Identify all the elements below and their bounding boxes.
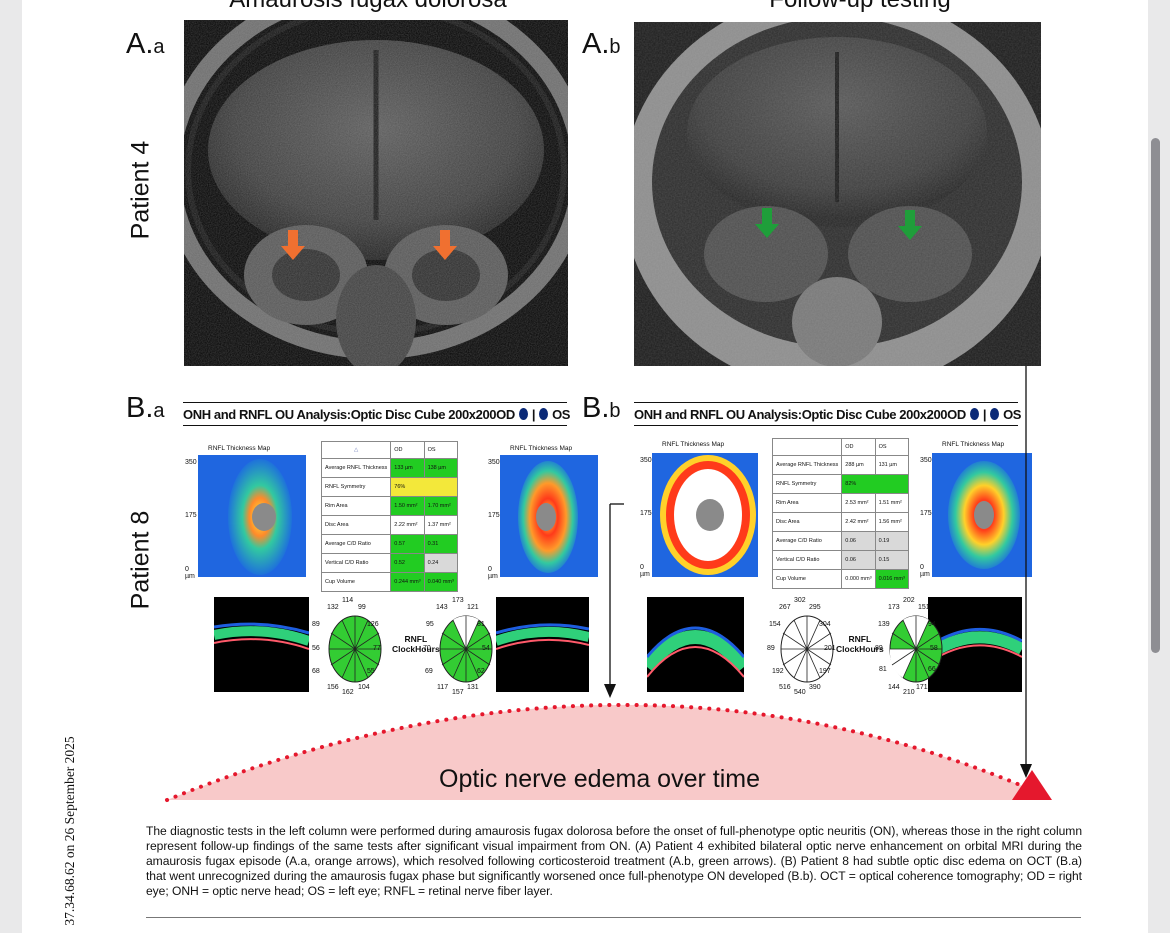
panel-label-ba: B.a	[126, 392, 165, 424]
scale-bottom-left: 0 µm	[185, 566, 195, 580]
os-label-right: OS	[1003, 406, 1022, 422]
scale-top-right: 350	[640, 457, 652, 464]
scale-bottom-right-os: 0 µm	[920, 564, 930, 578]
mri-image-aa	[184, 20, 568, 366]
clock-caption-left: RNFL ClockHours	[392, 634, 440, 654]
panel-label-aa: A.a	[126, 28, 165, 60]
download-watermark: 37.34.68.62 on 26 September 2025	[62, 735, 77, 926]
scale-mid-left-os: 175	[488, 512, 500, 519]
oct-header-left: ONH and RNFL OU Analysis:Optic Disc Cube…	[183, 402, 571, 426]
scale-bottom-left-os: 0 µm	[488, 566, 498, 580]
document-page: Amaurosis fugax dolorosa Follow-up testi…	[22, 0, 1148, 933]
scale-mid-right-os: 175	[920, 510, 932, 517]
edema-label: Optic nerve edema over time	[439, 765, 760, 793]
figure-caption: The diagnostic tests in the left column …	[146, 824, 1082, 898]
oct-header-title-right: ONH and RNFL OU Analysis:Optic Disc Cube…	[634, 406, 948, 422]
edema-dotted-curve	[165, 702, 1034, 802]
oct-header-right: ONH and RNFL OU Analysis:Optic Disc Cube…	[634, 402, 1022, 426]
scale-mid-left: 175	[185, 512, 197, 519]
arrow-head-left-icon	[604, 684, 616, 698]
mri-ab-graphic	[634, 22, 1041, 366]
clock-chart-os-left	[439, 615, 493, 683]
bscan-od-right	[647, 597, 744, 692]
panel-label-ab: A.b	[582, 28, 621, 60]
thickness-map-title-os-right: RNFL Thickness Map	[942, 441, 1005, 448]
scale-mid-right: 175	[640, 510, 652, 517]
bscan-os-left	[496, 597, 589, 692]
thickness-map-od-right	[652, 453, 758, 577]
od-label-left: OD	[496, 406, 515, 422]
caption-rule	[146, 917, 1081, 918]
arrow-head-right-icon	[1020, 764, 1032, 778]
clock-chart-os-right	[889, 615, 943, 683]
os-dot-icon	[990, 408, 1000, 420]
thickness-map-title-od-left: RNFL Thickness Map	[208, 445, 271, 452]
scale-top-left: 350	[185, 459, 197, 466]
oct-header-title-left: ONH and RNFL OU Analysis:Optic Disc Cube…	[183, 406, 497, 422]
table-col-os: OS	[423, 441, 458, 459]
mri-image-ab	[634, 22, 1041, 366]
edema-peak-triangle-icon	[1012, 770, 1052, 800]
scale-top-right-os: 350	[920, 457, 932, 464]
thickness-map-title-os-left: RNFL Thickness Map	[510, 445, 573, 452]
os-label-left: OS	[552, 406, 571, 422]
left-column-title: Amaurosis fugax dolorosa	[178, 0, 558, 14]
thickness-map-title-od-right: RNFL Thickness Map	[662, 441, 725, 448]
thickness-map-od-left	[198, 455, 306, 577]
od-label-right: OD	[947, 406, 966, 422]
panel-label-bb: B.b	[582, 392, 621, 424]
clock-chart-od-left	[328, 615, 382, 683]
mri-aa-graphic	[184, 20, 568, 366]
od-dot-icon	[969, 408, 979, 420]
scale-bottom-right: 0 µm	[640, 564, 650, 578]
os-dot-icon	[539, 408, 549, 420]
od-dot-icon	[518, 408, 528, 420]
clock-chart-od-right	[780, 615, 834, 683]
bscan-od-left	[214, 597, 309, 692]
thickness-map-os-left	[500, 455, 598, 577]
clock-caption-right: RNFL ClockHours	[836, 634, 884, 654]
scrollbar-thumb[interactable]	[1151, 138, 1160, 653]
thickness-map-os-right	[932, 453, 1032, 577]
right-column-title: Follow-up testing	[670, 0, 1050, 14]
edema-area	[167, 704, 1032, 800]
edema-timeline-graphic	[165, 366, 1052, 802]
scale-top-left-os: 350	[488, 459, 500, 466]
